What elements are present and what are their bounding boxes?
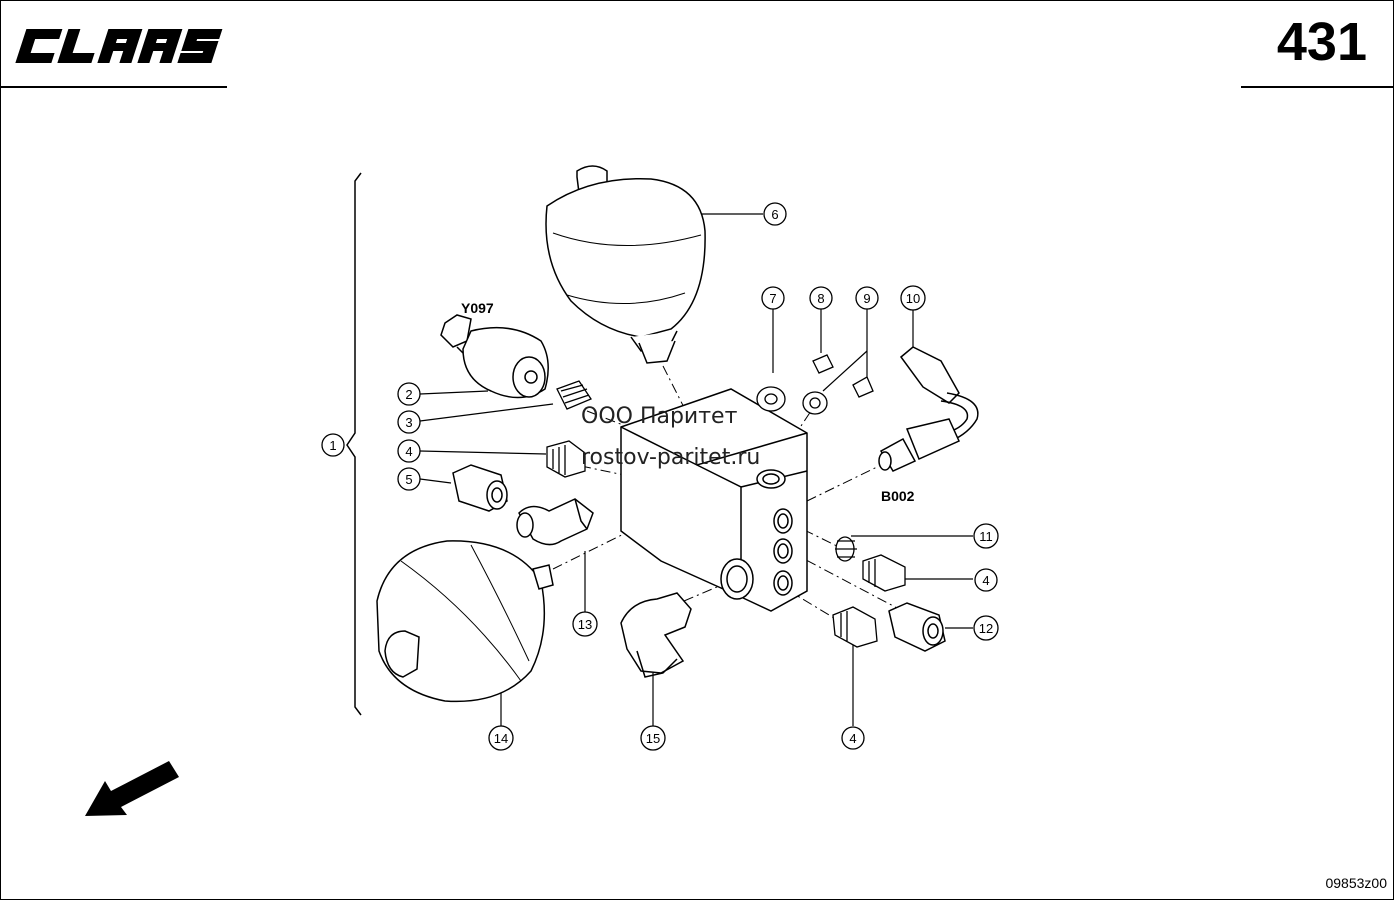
fitting-4-right: [862, 554, 906, 592]
pressure-sensor-b002: [878, 346, 979, 472]
solenoid-code-label: Y097: [461, 300, 494, 316]
callout-12-label: 12: [979, 621, 993, 636]
header-rule-right: [1241, 86, 1393, 88]
callout-1-label: 1: [329, 438, 336, 453]
callout-4c: 4: [841, 726, 865, 750]
plug-7: [756, 386, 786, 412]
callout-9: 9: [855, 286, 879, 310]
callout-14-label: 14: [494, 731, 508, 746]
sensor-code-label: B002: [881, 488, 915, 504]
assembly-brace: [346, 172, 362, 716]
callout-5: 5: [397, 467, 421, 491]
callout-9-label: 9: [863, 291, 870, 306]
elbow-fitting-15: [620, 592, 692, 678]
callout-13: 13: [572, 611, 598, 637]
valve-block: [620, 388, 808, 612]
union-nut-5: [452, 464, 508, 512]
plug-8: [812, 354, 834, 374]
callout-15-label: 15: [646, 731, 660, 746]
accumulator-lower: [376, 540, 554, 703]
callout-7: 7: [761, 286, 785, 310]
claas-logo: [15, 29, 223, 63]
callout-8: 8: [809, 286, 833, 310]
callout-4b-label: 4: [982, 573, 989, 588]
header-rule-left: [1, 86, 227, 88]
fitting-4-left: [546, 440, 586, 478]
plug-7b: [802, 391, 828, 415]
callout-4a: 4: [397, 439, 421, 463]
callout-10: 10: [900, 285, 926, 311]
callout-11: 11: [973, 523, 999, 549]
callout-11-label: 11: [979, 529, 993, 544]
leader-lines: [419, 213, 973, 726]
callout-6: 6: [763, 202, 787, 226]
cartridge-valve-3: [556, 380, 592, 410]
plug-9: [852, 376, 874, 398]
callout-15: 15: [640, 725, 666, 751]
callout-10-label: 10: [906, 291, 920, 306]
elbow-fitting-13: [516, 498, 594, 546]
check-valve-11: [835, 536, 857, 562]
callout-7-label: 7: [769, 291, 776, 306]
callout-4c-label: 4: [849, 731, 856, 746]
callout-3-label: 3: [405, 415, 412, 430]
union-12: [888, 602, 946, 652]
callout-14: 14: [488, 725, 514, 751]
watermark-company: ООО Паритет: [581, 404, 738, 429]
arrow-down-left-icon: [85, 761, 179, 816]
callout-5-label: 5: [405, 472, 412, 487]
drawing-code: 09853z00: [1325, 875, 1387, 891]
accumulator-upper: [545, 165, 706, 364]
callout-13-label: 13: [578, 617, 592, 632]
callout-6-label: 6: [771, 207, 778, 222]
callout-3: 3: [397, 410, 421, 434]
watermark-site: rostov-paritet.ru: [581, 445, 760, 470]
callout-2: 2: [397, 382, 421, 406]
callout-8-label: 8: [817, 291, 824, 306]
callout-2-label: 2: [405, 387, 412, 402]
fitting-4-lower: [832, 606, 878, 648]
callout-4a-label: 4: [405, 444, 412, 459]
callout-4b: 4: [974, 568, 998, 592]
solenoid-y097: [440, 314, 549, 399]
callout-12: 12: [973, 615, 999, 641]
callout-1: 1: [321, 433, 345, 457]
page-number: 431: [1276, 12, 1367, 72]
